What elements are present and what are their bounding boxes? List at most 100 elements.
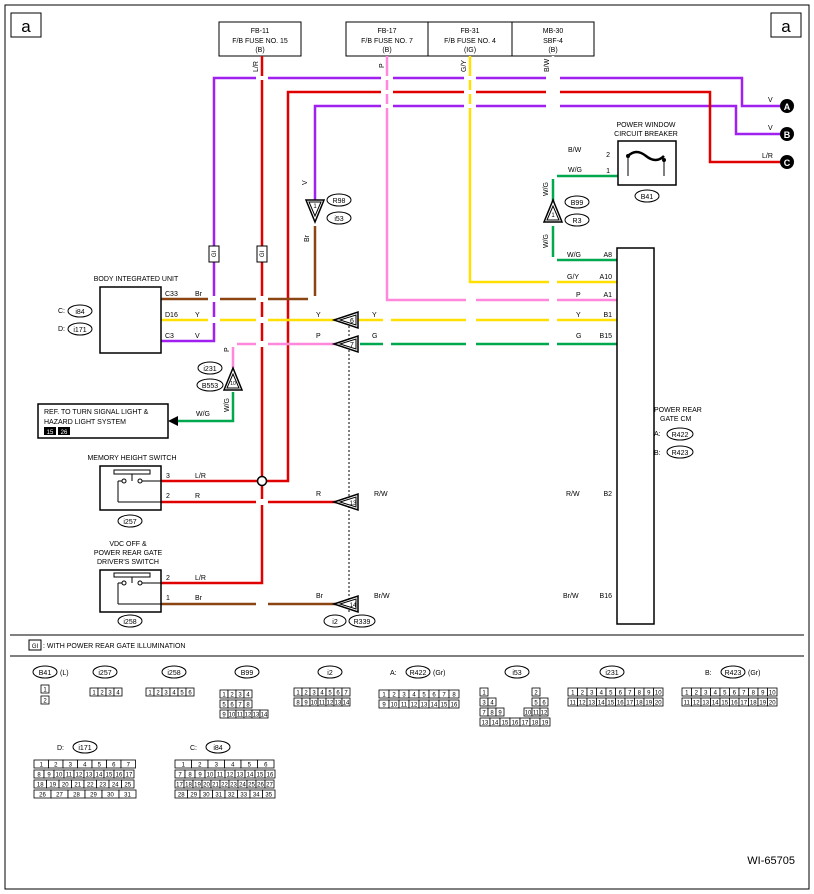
wire-break xyxy=(383,317,391,323)
pin-number: 13 xyxy=(253,713,260,719)
wire-break xyxy=(466,297,476,303)
wire-break xyxy=(256,341,268,347)
pin-number: 5 xyxy=(534,701,538,707)
pin-number: 12 xyxy=(411,703,418,709)
pin-number: 18 xyxy=(185,783,192,789)
pin-number: 30 xyxy=(203,793,210,799)
wire-label: W/G xyxy=(568,167,582,174)
pin-number: 17 xyxy=(176,783,183,789)
wire-label: Y xyxy=(195,312,200,319)
pin-number: 1 xyxy=(382,693,386,699)
pin-number: 5 xyxy=(98,763,102,769)
pin-number: 3 xyxy=(69,763,73,769)
off-page-connector-a[interactable]: V A xyxy=(768,97,794,113)
connector-id: i171 xyxy=(73,327,86,334)
pin-number: 5 xyxy=(723,691,727,697)
pin-number: 27 xyxy=(56,793,63,799)
wire-break xyxy=(256,296,268,302)
pin-number: 26 xyxy=(39,793,46,799)
joint-connector-r98: V 1 Br R98 i53 xyxy=(302,180,352,242)
pin-number: 1 xyxy=(182,763,186,769)
wire-break xyxy=(256,499,268,505)
joint-connector-b99: W/G 1 W/G B99 R3 xyxy=(542,182,590,248)
connector-view-label: i53 xyxy=(504,665,530,679)
pin-number: 8 xyxy=(188,773,192,779)
i2-pin-14: 14 xyxy=(331,594,359,614)
component-title: BODY INTEGRATED UNIT xyxy=(94,276,179,283)
reference-box[interactable]: REF. TO TURN SIGNAL LIGHT & HAZARD LIGHT… xyxy=(37,403,178,439)
wire-label: Br xyxy=(316,593,324,600)
pin-number: 4 xyxy=(600,691,604,697)
wire-break xyxy=(549,279,557,285)
wire-break xyxy=(549,151,557,157)
pin-number: 33 xyxy=(240,793,247,799)
pin-number: 29 xyxy=(190,793,197,799)
pin-number: 35 xyxy=(265,793,272,799)
wire-break xyxy=(464,104,476,108)
wire-label: Br/W xyxy=(563,593,579,600)
pin-number: 4 xyxy=(231,763,235,769)
pin-number: 34 xyxy=(253,793,260,799)
pin-number: 8 xyxy=(638,691,642,697)
pin-number: 20 xyxy=(769,701,776,707)
connector-id: B99 xyxy=(241,670,254,677)
gi-marker: GI xyxy=(208,245,220,263)
pin-number: 26 xyxy=(257,783,264,789)
fuse-label: F/B FUSE NO. 4 xyxy=(444,38,496,45)
pin-number: 4 xyxy=(490,701,494,707)
pin-number: 10 xyxy=(391,703,398,709)
pin-number: A8 xyxy=(603,252,612,259)
component-title: CIRCUIT BREAKER xyxy=(614,131,678,138)
pin-number: 3 xyxy=(590,691,594,697)
off-page-connector-b[interactable]: V B xyxy=(768,125,794,141)
wire-break xyxy=(229,341,237,347)
wire-break xyxy=(381,104,393,108)
pin-number: 3 xyxy=(166,473,170,480)
pin-number: 2 xyxy=(695,691,699,697)
fuse-label: (B) xyxy=(548,47,557,54)
pin-number: 19 xyxy=(49,783,56,789)
pin-number: 1 xyxy=(606,168,610,175)
connector-view-label: i231 xyxy=(599,665,625,679)
pin-number: 14 xyxy=(247,773,254,779)
suffix: (Gr) xyxy=(748,670,760,677)
off-page-connector-c[interactable]: L/R C xyxy=(762,153,794,169)
pin-number: 2 xyxy=(166,493,170,500)
pin-number: 16 xyxy=(617,701,624,707)
legend: GI : WITH POWER REAR GATE ILLUMINATION xyxy=(28,639,185,651)
wire-br-c33 xyxy=(161,226,317,301)
component-title: GATE CM xyxy=(660,416,692,423)
prefix: B: xyxy=(654,450,661,457)
pin-number: 15 xyxy=(441,703,448,709)
pin-number: 7 xyxy=(350,342,354,349)
pin-number: 14 xyxy=(431,703,438,709)
pin-number: C33 xyxy=(165,291,178,298)
pin-number: 19 xyxy=(645,701,652,707)
fuse-label: F/B FUSE NO. 15 xyxy=(232,38,288,45)
wire-label: Y xyxy=(372,312,377,319)
pin-number: 11 xyxy=(66,773,73,779)
wire-break xyxy=(546,104,560,108)
pin-number: 19 xyxy=(542,721,549,727)
pin-number: 6 xyxy=(542,701,546,707)
prefix: D: xyxy=(58,326,65,333)
pin-number: 10 xyxy=(769,691,776,697)
connector-oval xyxy=(323,614,347,628)
pin-number: 6 xyxy=(230,703,234,709)
connector-id: i2 xyxy=(332,619,338,626)
pin-number: 21 xyxy=(212,783,219,789)
fuse-label: (IG) xyxy=(464,47,476,54)
pin-number: 9 xyxy=(761,691,765,697)
gi-text: GI xyxy=(260,251,266,258)
fuse-label: (B) xyxy=(255,47,264,54)
pin-number: 6 xyxy=(336,691,340,697)
pin-number: 27 xyxy=(266,783,273,789)
ref-badge: 26 xyxy=(61,430,68,436)
pin-number: 8 xyxy=(296,701,300,707)
wire-p-left xyxy=(231,342,346,368)
pin-number: 2 xyxy=(230,693,234,699)
wire-label: R xyxy=(195,493,200,500)
pin-number: 5 xyxy=(222,703,226,709)
pin-number: 2 xyxy=(606,152,610,159)
pin-number: 12 xyxy=(327,701,334,707)
